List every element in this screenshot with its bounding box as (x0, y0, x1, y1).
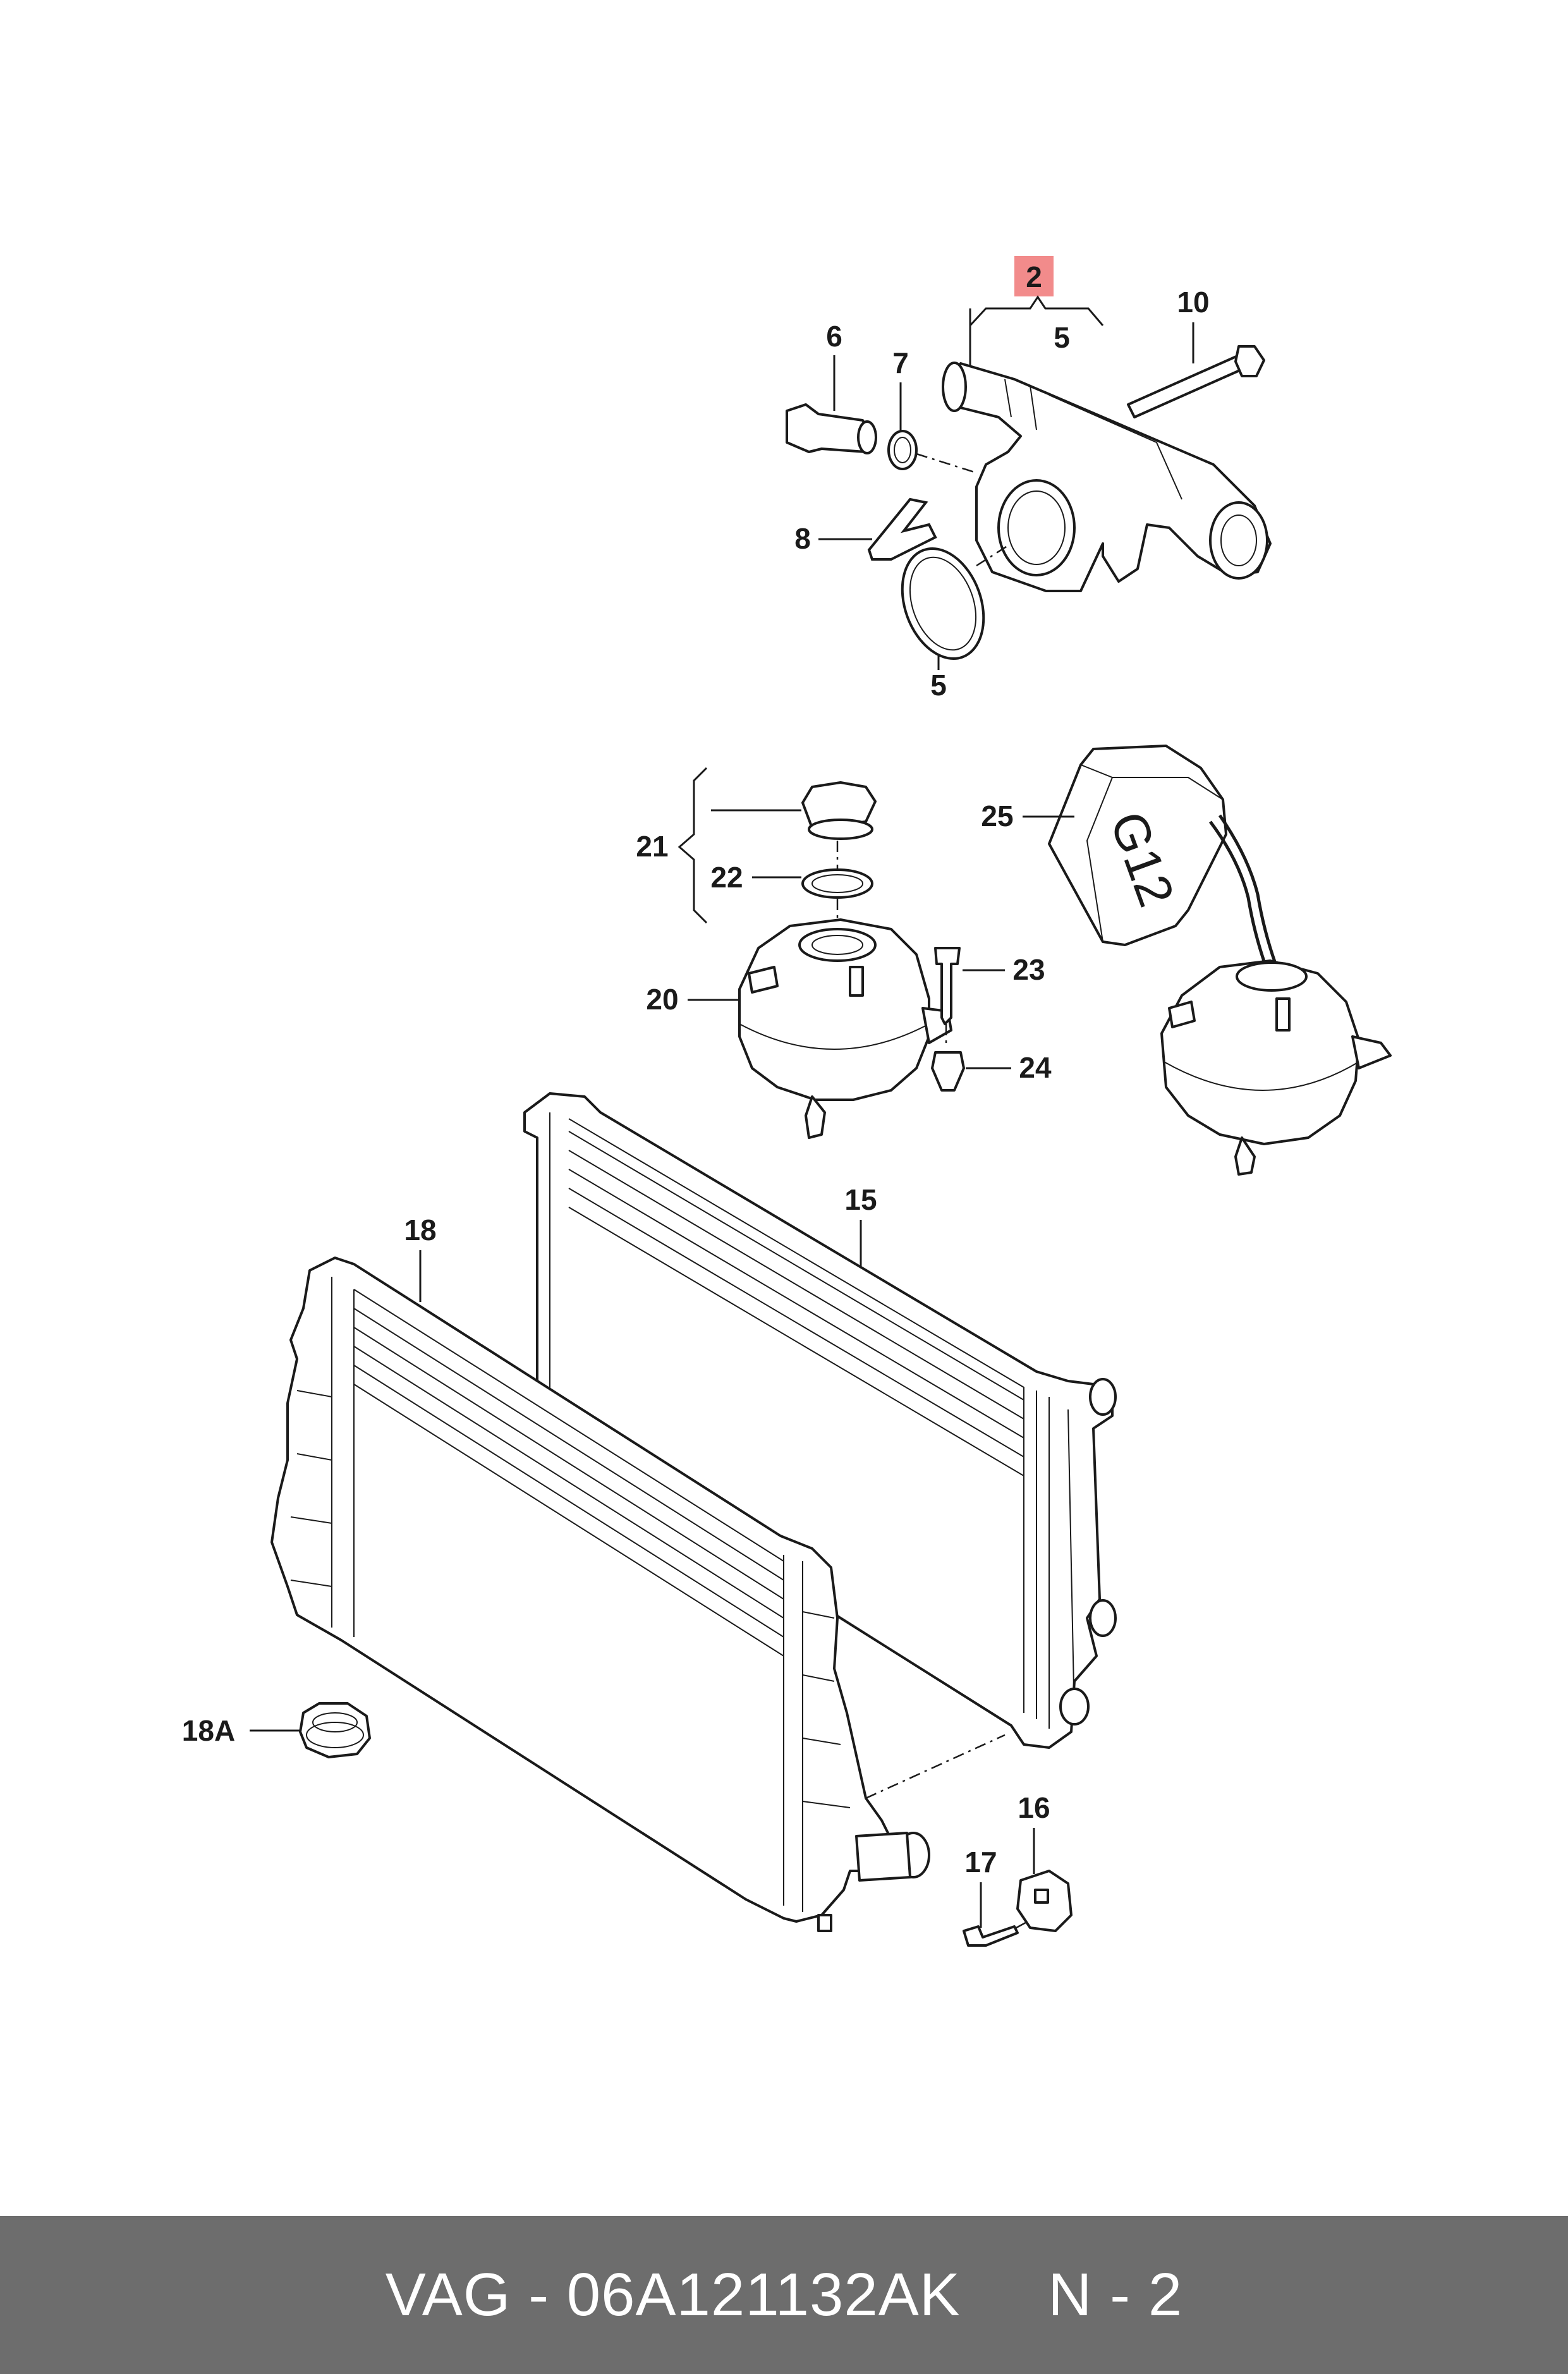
callout-23: 23 (1012, 953, 1045, 986)
callout-7: 7 (892, 346, 909, 379)
coolant-bottle-25 (1048, 745, 1227, 946)
callout-16: 16 (1018, 1791, 1050, 1824)
callout-8: 8 (794, 522, 811, 555)
bolt-23 (934, 947, 961, 1025)
part-2-highlight (1014, 256, 1054, 296)
retaining-clip-8 (867, 497, 937, 561)
parts-diagram: 2 5 10 6 7 8 (182, 256, 1392, 1947)
gasket-5 (901, 547, 985, 660)
expansion-tank-assembly: 21 22 20 23 24 G12 (636, 745, 1392, 1176)
callout-6: 6 (826, 320, 842, 353)
coolant-flange-assembly: 2 5 10 6 7 8 (786, 256, 1272, 702)
o-ring-7 (887, 430, 918, 470)
expansion-tank-with-bottle (1160, 959, 1360, 1145)
radiator-18 (270, 1257, 889, 1923)
callout-20: 20 (646, 983, 678, 1016)
callout-10: 10 (1177, 286, 1209, 319)
part-number-caption: VAG - 06A121132AK N - 2 (385, 2261, 1183, 2328)
callout-18: 18 (404, 1214, 436, 1246)
callout-22: 22 (710, 861, 743, 894)
footer-bar: VAG - 06A121132AK N - 2 (0, 2216, 1568, 2374)
bolt-17 (963, 1925, 1019, 1947)
callout-17: 17 (964, 1846, 997, 1878)
callout-2: 2 (1026, 260, 1042, 293)
seal-ring-22 (801, 868, 873, 899)
callout-15: 15 (844, 1183, 877, 1216)
callout-25: 25 (981, 800, 1013, 832)
callout-24: 24 (1019, 1051, 1052, 1084)
callout-5-top: 5 (1054, 321, 1070, 354)
expansion-tank-20 (738, 918, 930, 1101)
bolt-10 (1127, 353, 1249, 418)
rubber-mount-18a (299, 1702, 371, 1758)
clip-nut-24 (931, 1051, 965, 1092)
callout-18a: 18A (182, 1714, 235, 1747)
callout-5-bottom: 5 (930, 669, 947, 702)
radiator-assembly: 15 18 18A 16 17 (182, 1092, 1117, 1947)
callout-21: 21 (636, 830, 668, 863)
